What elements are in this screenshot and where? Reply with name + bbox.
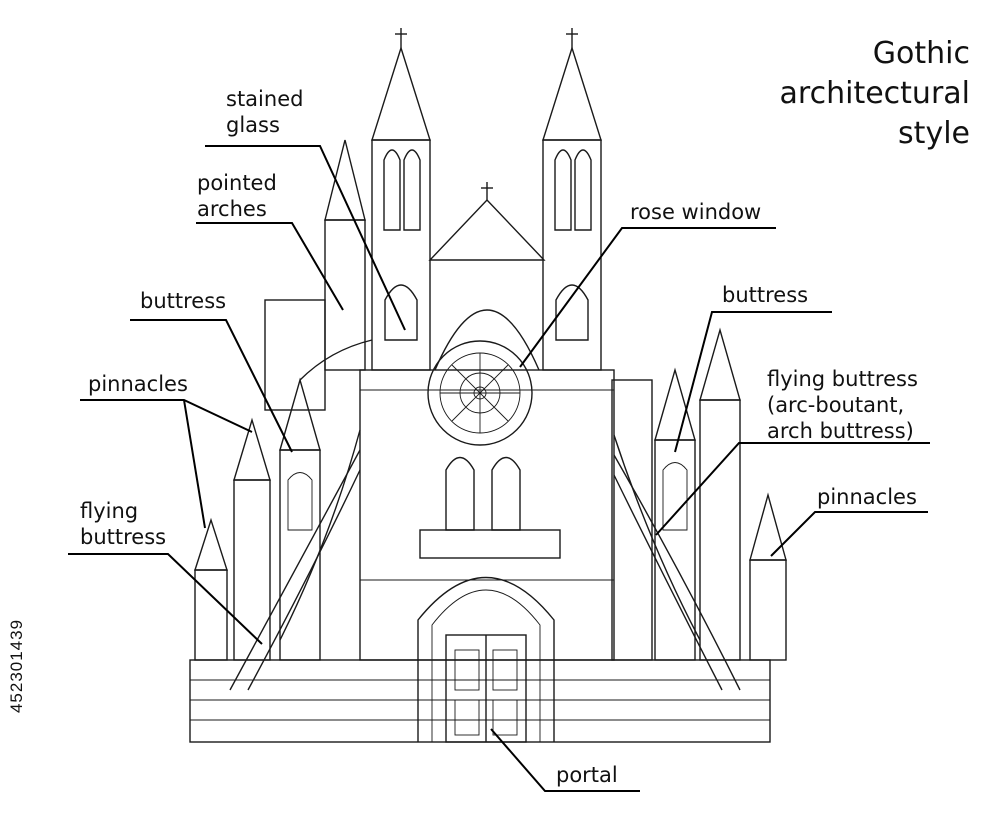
label-pinnacles-right: pinnacles [817, 485, 917, 509]
label-pinnacles-left: pinnacles [88, 372, 188, 396]
label-portal: portal [556, 763, 618, 787]
page-title: Gothic architectural style [720, 34, 970, 154]
label-flying-buttress-right-line-3: arch buttress) [767, 419, 914, 443]
label-flying-buttress-left-line-1: flying [80, 499, 139, 523]
flying-buttresses [229, 339, 741, 691]
right-tower [542, 28, 602, 371]
label-pointed-arches: pointed arches [197, 170, 277, 222]
pinnacles-left-leader [80, 399, 253, 433]
right-side-tower [611, 327, 787, 661]
label-flying-buttress-right: flying buttress (arc-boutant, arch buttr… [767, 366, 918, 444]
label-stained-glass-line-1: stained [226, 87, 304, 111]
left-side-tower [194, 139, 366, 661]
label-buttress-left: buttress [140, 289, 227, 313]
portal-leader [490, 728, 640, 792]
label-flying-buttress-right-line-2: (arc-boutant, [767, 393, 905, 417]
pinnacles-right-leader [770, 511, 928, 557]
label-stained-glass: stained glass [226, 86, 303, 138]
left-tower [371, 28, 431, 371]
pinnacles-left-leader-2 [183, 399, 206, 529]
leader-lines [68, 145, 930, 792]
title-line-3: style [898, 116, 970, 151]
label-stained-glass-line-2: glass [226, 113, 280, 137]
label-pointed-arches-line-2: arches [197, 197, 267, 221]
label-flying-buttress-left-line-2: buttress [80, 525, 167, 549]
central-facade [359, 182, 615, 661]
stock-id-value: 452301439 [7, 618, 26, 714]
stock-id-text: 452301439 [2, 598, 32, 734]
flying-buttress-left-leader [68, 553, 263, 645]
label-flying-buttress-left: flying buttress [80, 498, 166, 550]
buttress-left-leader [130, 319, 293, 453]
pointed-arches-leader [196, 222, 344, 311]
portal-drawing [417, 576, 555, 743]
buttress-right-leader [674, 311, 832, 453]
label-buttress-right: buttress [722, 283, 809, 307]
label-rose-window: rose window [630, 200, 762, 224]
flying-buttress-right-leader [655, 442, 930, 536]
stained-glass-leader [205, 145, 406, 331]
title-line-1: Gothic [872, 36, 970, 71]
label-pointed-arches-line-1: pointed [197, 171, 277, 195]
cathedral-drawing [189, 28, 787, 743]
title-line-2: architectural [779, 76, 970, 111]
label-flying-buttress-right-line-1: flying buttress [767, 367, 918, 391]
rose-window-leader [519, 227, 776, 368]
